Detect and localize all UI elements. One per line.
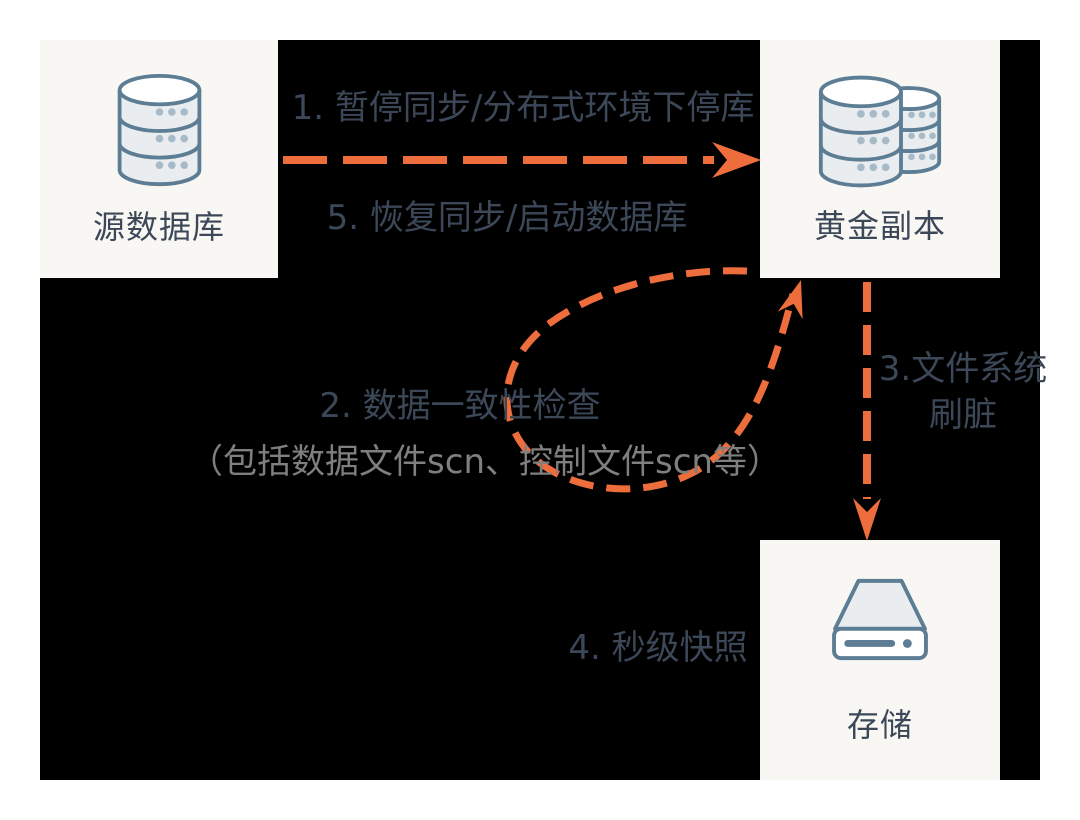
annotation-step4: 4. 秒级快照	[568, 628, 748, 668]
annotation-step2-line1: 2. 数据一致性检查	[319, 386, 601, 426]
database-icon	[117, 74, 201, 187]
annotation-step3: 3.文件系统 刷脏	[879, 347, 1047, 439]
annotation-step1: 1. 暂停同步/分布式环境下停库	[291, 88, 755, 128]
node-golden-copy-label: 黄金副本	[813, 207, 946, 246]
hard-drive-icon	[832, 579, 928, 661]
annotation-step5: 5. 恢复同步/启动数据库	[326, 198, 688, 238]
annotation-step3-line2: 刷脏	[928, 394, 997, 435]
database-stack-icon	[818, 76, 942, 188]
node-source-db-label: 源数据库	[92, 208, 225, 247]
node-source-db: 源数据库	[40, 40, 278, 278]
node-storage-label: 存储	[846, 706, 913, 745]
node-storage: 存储	[760, 540, 1000, 780]
annotation-step3-line1: 3.文件系统	[878, 349, 1048, 389]
annotation-step2-line2: （包括数据文件scn、控制文件scn等）	[189, 442, 781, 482]
node-golden-copy: 黄金副本	[760, 40, 1000, 278]
